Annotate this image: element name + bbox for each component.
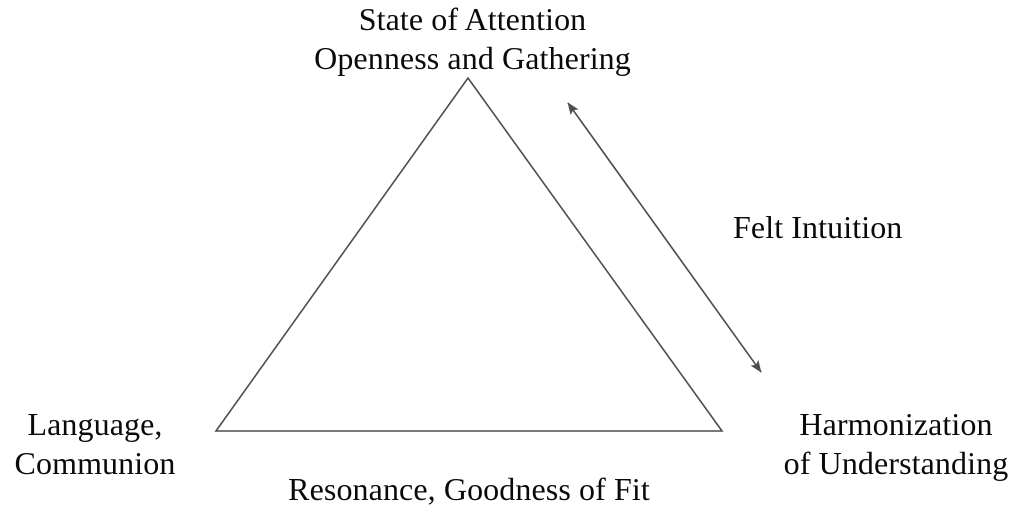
triangle-outline [214, 76, 724, 432]
bottom-left-label-line-1: Language, [27, 406, 163, 442]
bottom-left-vertex-label: Language, Communion [0, 405, 190, 483]
bottom-right-vertex-label: Harmonization of Understanding [762, 405, 1030, 483]
apex-vertex-label: State of Attention Openness and Gatherin… [0, 0, 945, 78]
right-edge-label: Felt Intuition [733, 209, 903, 245]
bottom-edge-label: Resonance, Goodness of Fit [288, 471, 650, 507]
bottom-right-label-line-2: of Understanding [783, 445, 1009, 481]
bottom-right-label-line-1: Harmonization [799, 406, 993, 442]
felt-intuition-arrow-down [567, 102, 762, 373]
apex-label-line-2: Openness and Gathering [314, 40, 631, 76]
bottom-left-label-line-2: Communion [14, 445, 176, 481]
apex-label-line-1: State of Attention [358, 1, 587, 37]
